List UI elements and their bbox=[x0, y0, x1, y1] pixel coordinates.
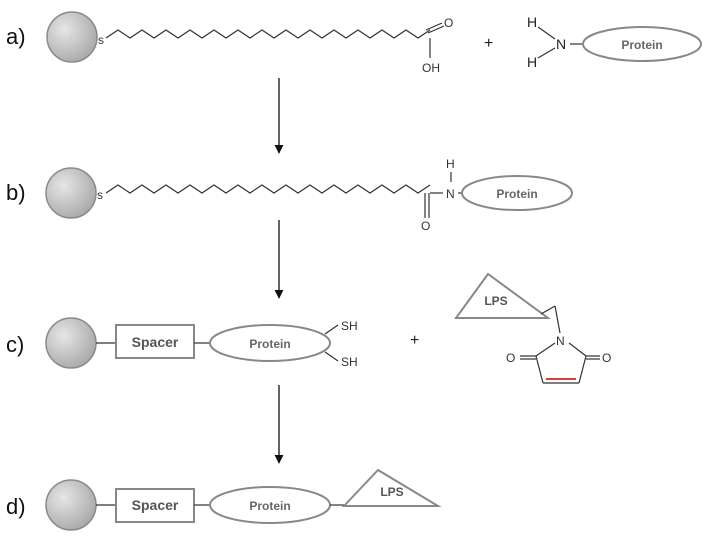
plus-sign-c: + bbox=[410, 332, 419, 349]
nitrogen-b: N bbox=[446, 187, 455, 201]
hydrogen-a1: H bbox=[527, 14, 537, 30]
protein-label-a: Protein bbox=[621, 38, 662, 52]
nitrogen-maleimide: N bbox=[556, 334, 565, 348]
bead-a bbox=[46, 11, 98, 63]
spacer-label-d: Spacer bbox=[132, 497, 179, 513]
oxygen-a: O bbox=[444, 16, 453, 30]
step-a-label: a) bbox=[6, 24, 26, 49]
hydrogen-b: H bbox=[446, 157, 455, 171]
step-c: c) Spacer Protein SH SH + LPS N O O bbox=[6, 272, 611, 384]
lps-label-c: LPS bbox=[484, 294, 507, 308]
thiol-c1: SH bbox=[341, 319, 358, 333]
oxygen-b: O bbox=[421, 219, 430, 233]
oxygen-maleimide-1: O bbox=[506, 351, 515, 365]
spacer-label-c: Spacer bbox=[132, 334, 179, 350]
step-d: d) Spacer Protein LPS bbox=[6, 468, 442, 531]
spacer-box-c bbox=[115, 324, 195, 359]
bead-c bbox=[45, 317, 97, 369]
lps-triangle-c bbox=[454, 272, 552, 319]
carbonyl-bond-a bbox=[425, 22, 443, 31]
step-c-label: c) bbox=[6, 332, 24, 357]
lps-triangle-d bbox=[341, 468, 442, 507]
bead-b bbox=[45, 167, 97, 219]
nitrogen-a: N bbox=[556, 36, 566, 52]
protein-label-d: Protein bbox=[249, 499, 290, 513]
protein-ellipse-a bbox=[582, 26, 702, 62]
protein-label-b: Protein bbox=[496, 187, 537, 201]
hydroxyl-a: OH bbox=[422, 61, 440, 75]
step-b: b) s O N H Protein bbox=[6, 157, 573, 233]
sulfur-a: s bbox=[98, 33, 104, 47]
alkyl-chain-b bbox=[105, 184, 431, 194]
hydrogen-a2: H bbox=[527, 54, 537, 70]
lps-label-d: LPS bbox=[380, 485, 403, 499]
plus-sign-a: + bbox=[484, 35, 493, 52]
step-b-label: b) bbox=[6, 180, 26, 205]
protein-ellipse-b bbox=[461, 175, 573, 211]
step-a: a) s O OH + H H N Protein bbox=[6, 11, 702, 75]
alkyl-chain-a bbox=[105, 29, 431, 39]
thiol-c2: SH bbox=[341, 355, 358, 369]
step-d-label: d) bbox=[6, 494, 26, 519]
bead-d bbox=[45, 479, 97, 531]
protein-label-c: Protein bbox=[249, 337, 290, 351]
protein-ellipse-c bbox=[209, 324, 331, 362]
sulfur-b: s bbox=[97, 188, 103, 202]
oxygen-maleimide-2: O bbox=[602, 351, 611, 365]
